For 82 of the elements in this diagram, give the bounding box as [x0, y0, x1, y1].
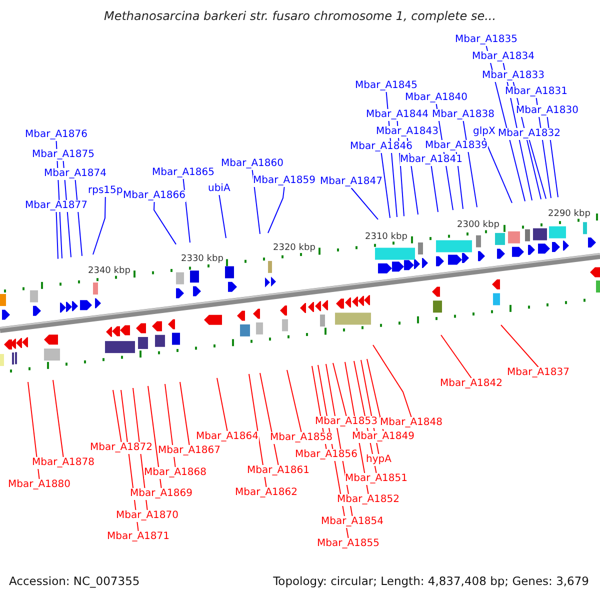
gene-label: Mbar_A1874	[44, 168, 107, 180]
gene-label: Mbar_A1846	[350, 141, 413, 153]
gene-label: Mbar_A1847	[320, 176, 383, 188]
leader-line	[180, 382, 190, 446]
gene-label: Mbar_A1869	[130, 488, 193, 500]
gene-label: Mbar_A1864	[196, 431, 259, 443]
gene-label: Mbar_A1855	[317, 538, 380, 550]
gene-label: Mbar_A1872	[90, 442, 153, 454]
gene-label: Mbar_A1831	[505, 86, 568, 98]
leader-line	[112, 390, 122, 442]
scale-tick-label: 2340 kbp	[88, 266, 130, 276]
gene-label: Mbar_A1861	[247, 465, 310, 477]
leader-line	[92, 196, 106, 255]
gene-label: Mbar_A1849	[352, 431, 415, 443]
map-info-text: Topology: circular; Length: 4,837,408 bp; Genes: 3,679	[273, 574, 589, 588]
leader-line	[268, 186, 285, 234]
leader-line	[484, 138, 512, 204]
scale-tick-label: 2310 kbp	[365, 232, 408, 242]
leader-line	[380, 152, 390, 218]
gene-label: Mbar_A1842	[440, 378, 503, 390]
gene-label: Mbar_A1852	[337, 494, 400, 506]
gene-label: Mbar_A1844	[366, 109, 429, 121]
gene-label: Mbar_A1880	[8, 479, 71, 491]
leader-line	[154, 202, 176, 245]
gene-label: ubiA	[208, 183, 230, 195]
scale-tick-label: 2290 kbp	[548, 208, 590, 219]
gene-label: Mbar_A1838	[432, 109, 495, 121]
gene-label: Mbar_A1841	[400, 154, 463, 166]
scale-tick-label: 2320 kbp	[273, 242, 316, 253]
leader-line	[350, 188, 378, 220]
gene-label: Mbar_A1848	[380, 417, 443, 429]
gene-label: Mbar_A1837	[507, 367, 570, 379]
leader-line	[332, 362, 347, 416]
leader-line	[260, 372, 279, 466]
gene-label: Mbar_A1843	[376, 126, 439, 138]
gene-label: Mbar_A1845	[355, 80, 418, 92]
gene-label: Mbar_A1832	[498, 128, 561, 140]
leader-line	[28, 382, 40, 480]
gene-label: rps15p	[88, 185, 123, 197]
leader-line	[372, 344, 412, 418]
leader-line	[286, 370, 302, 432]
gene-label: hypA	[366, 454, 392, 466]
gene-label: Mbar_A1833	[482, 70, 545, 82]
leader-line	[252, 170, 260, 234]
gene-label: Mbar_A1853	[315, 416, 378, 428]
gene-label: Mbar_A1868	[144, 467, 207, 479]
gene-label: Mbar_A1877	[25, 200, 88, 212]
map-info-text: Accession: NC_007355	[9, 574, 140, 588]
gene-label: Mbar_A1835	[455, 34, 518, 46]
gene-label: Mbar_A1862	[235, 487, 298, 499]
scale-tick-label: 2300 kbp	[457, 220, 500, 230]
gene-label: Mbar_A1875	[32, 149, 95, 161]
gene-label: Mbar_A1858	[270, 432, 333, 444]
leader-line	[218, 194, 226, 239]
gene-label: Mbar_A1870	[116, 510, 179, 522]
gene-label: Mbar_A1840	[405, 92, 468, 104]
leader-line	[462, 120, 478, 208]
leader-line	[56, 212, 58, 260]
map-title: Methanosarcina barkeri str. fusaro chromosome 1, complete se...	[102, 9, 498, 23]
leader-line	[500, 324, 539, 368]
gene-label: Mbar_A1839	[425, 140, 488, 152]
gene-label: Mbar_A1876	[25, 129, 88, 141]
gene-label: Mbar_A1854	[321, 516, 384, 528]
gene-label: Mbar_A1859	[253, 175, 316, 187]
gene-label: Mbar_A1878	[32, 457, 95, 469]
leader-line	[528, 140, 546, 200]
gene-label: Mbar_A1856	[295, 449, 358, 461]
gene-label: Mbar_A1866	[123, 190, 186, 202]
gene-label: Mbar_A1860	[221, 158, 284, 170]
leader-line	[52, 380, 64, 458]
leader-line	[430, 166, 438, 212]
gene-label: Mbar_A1867	[158, 445, 221, 457]
scale-tick-label: 2330 kbp	[181, 254, 224, 264]
gene-label: Mbar_A1865	[152, 167, 215, 179]
gene-label: Mbar_A1830	[516, 105, 579, 117]
gene-label: Mbar_A1834	[472, 51, 535, 63]
gene-label: glpX	[473, 126, 496, 138]
gene-label: Mbar_A1871	[107, 531, 170, 543]
leader-line	[440, 334, 472, 378]
gene-label: Mbar_A1851	[345, 473, 408, 485]
leader-line	[148, 386, 162, 488]
leader-line	[216, 378, 228, 432]
